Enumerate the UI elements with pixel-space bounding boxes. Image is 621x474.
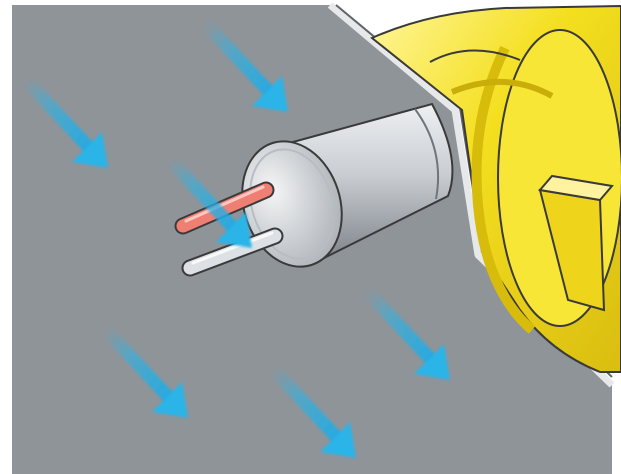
illustration-canvas [0, 0, 621, 474]
sensor-airflow-diagram [0, 0, 621, 474]
